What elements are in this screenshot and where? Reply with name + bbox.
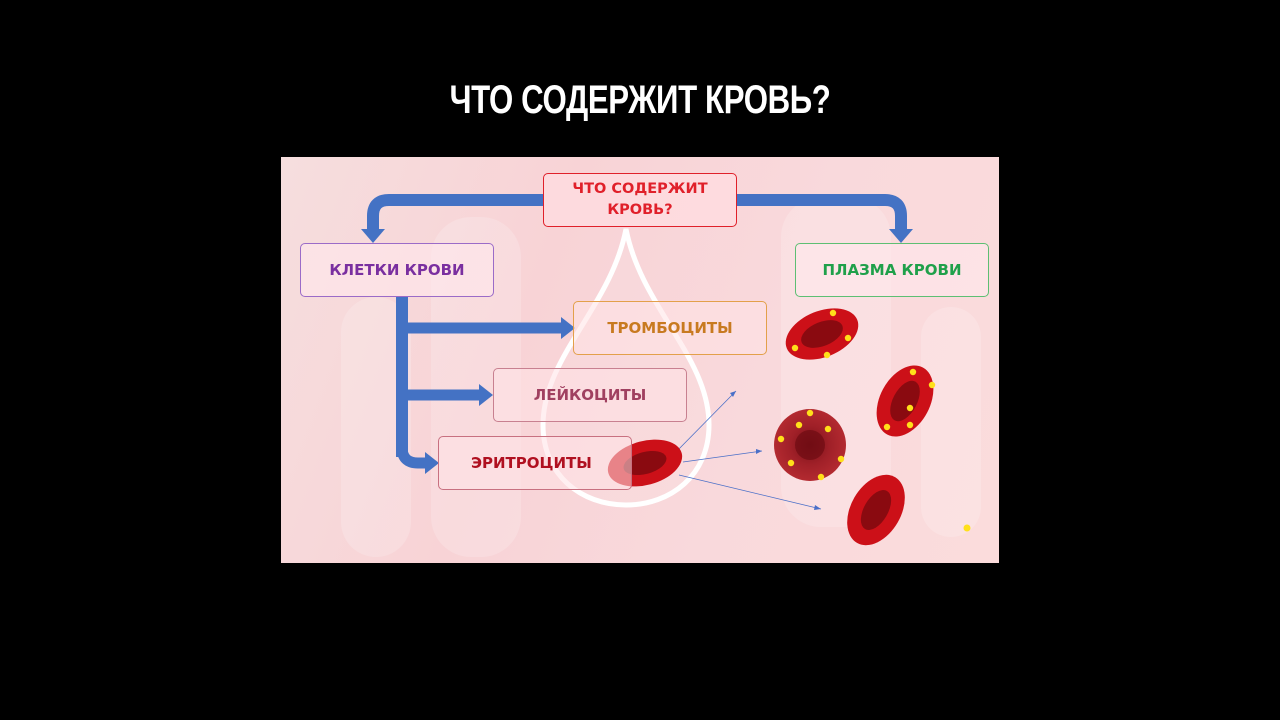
branch-erythrocytes — [396, 446, 427, 469]
pointer-line — [678, 474, 822, 510]
cells-label: КЛЕТКИ КРОВИ — [329, 261, 465, 279]
platelet-dot — [817, 473, 825, 481]
root-line-2: КРОВЬ? — [607, 202, 673, 218]
platelet-dot — [906, 421, 914, 429]
page-title: ЧТО СОДЕРЖИТ КРОВЬ? — [449, 78, 831, 122]
platelet-cell-top — [785, 308, 859, 360]
platelet-dot — [883, 423, 891, 431]
platelet-dot — [829, 309, 837, 317]
platelets-label: ТРОМБОЦИТЫ — [607, 319, 733, 337]
arrow-to-plasma — [736, 194, 907, 231]
platelet-dot — [777, 435, 785, 443]
platelet-dot — [906, 404, 914, 412]
cells-box: КЛЕТКИ КРОВИ — [300, 243, 494, 297]
erythrocytes-label: ЭРИТРОЦИТЫ — [471, 454, 592, 472]
root-box: ЧТО СОДЕРЖИТ КРОВЬ? — [543, 173, 737, 227]
pointer-line — [682, 450, 763, 463]
pointer-line-head — [756, 449, 762, 454]
branch-leukocytes-head — [479, 384, 493, 406]
branch-erythrocytes-head — [425, 452, 439, 474]
pointer-line-head — [730, 391, 736, 397]
slide: ЧТО СОДЕРЖИТ КРОВЬ? КЛЕТКИ КРОВИ ПЛАЗМА … — [281, 157, 999, 563]
plasma-box: ПЛАЗМА КРОВИ — [795, 243, 989, 297]
erythrocytes-box: ЭРИТРОЦИТЫ — [438, 436, 632, 490]
platelet-dot — [928, 381, 936, 389]
platelet-dot — [823, 351, 831, 359]
platelet-dot — [791, 344, 799, 352]
platelet-dot — [787, 459, 795, 467]
platelet-dot — [844, 334, 852, 342]
platelet-dot — [795, 421, 803, 429]
root-line-1: ЧТО СОДЕРЖИТ — [572, 181, 708, 197]
branch-platelets-head — [561, 317, 575, 339]
arrow-to-plasma-head — [889, 229, 913, 243]
arrow-to-cells — [367, 194, 543, 231]
leukocyte-nucleus — [795, 430, 825, 460]
pointer-line — [672, 390, 737, 456]
leukocytes-box: ЛЕЙКОЦИТЫ — [493, 368, 687, 422]
erythrocyte-bottom — [847, 474, 905, 546]
arrow-to-cells-head — [361, 229, 385, 243]
platelets-box: ТРОМБОЦИТЫ — [573, 301, 767, 355]
platelet-dot — [963, 524, 971, 532]
platelet-dot — [806, 409, 814, 417]
platelet-dot — [837, 455, 845, 463]
plasma-label: ПЛАЗМА КРОВИ — [822, 261, 962, 279]
platelet-dot — [909, 368, 917, 376]
leukocytes-label: ЛЕЙКОЦИТЫ — [533, 386, 647, 404]
platelet-dot — [824, 425, 832, 433]
pointer-line-head — [814, 505, 821, 510]
background-tube — [921, 307, 981, 537]
erythrocyte-right — [876, 365, 934, 437]
